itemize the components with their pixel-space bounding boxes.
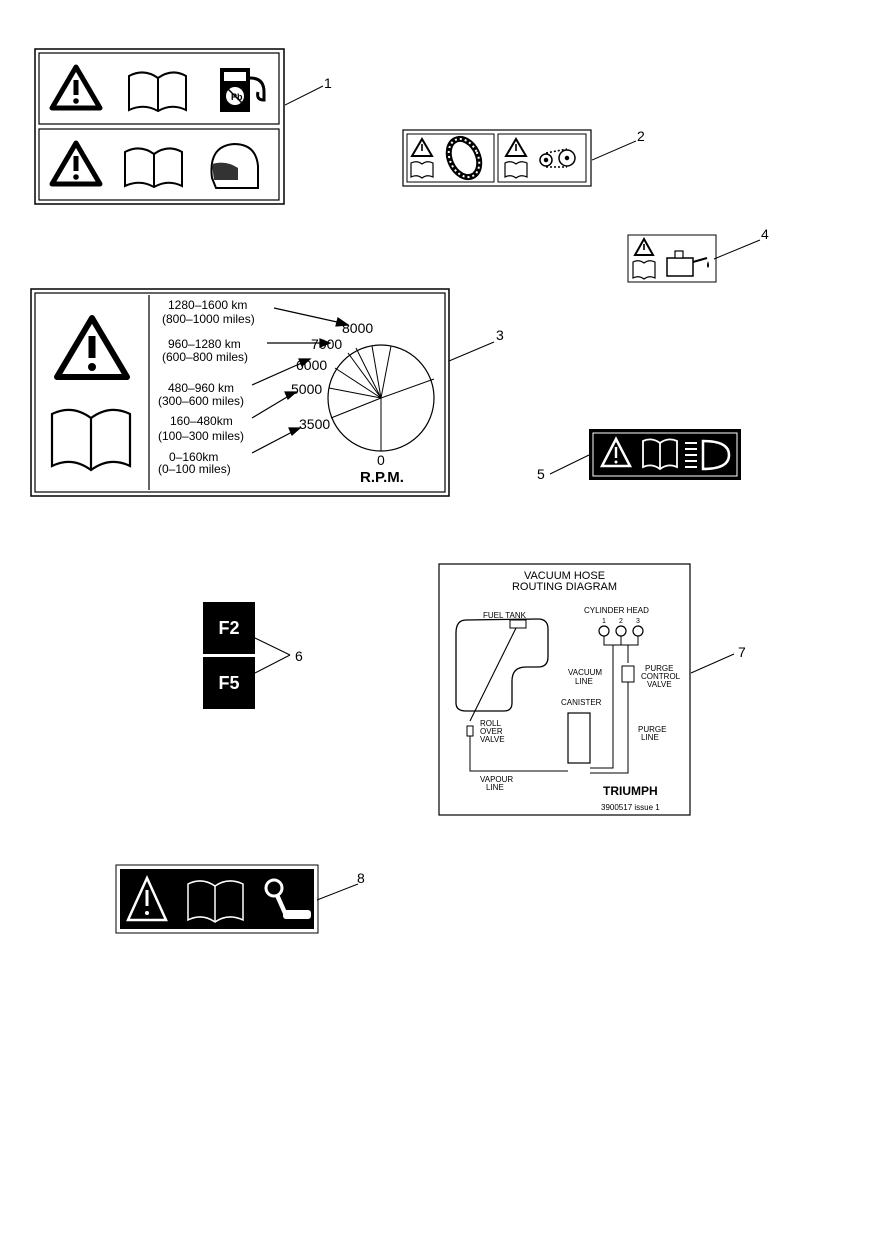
purge-valve-label-2: CONTROL bbox=[641, 672, 681, 681]
open-book-icon bbox=[410, 161, 434, 179]
callout-3: 3 bbox=[496, 327, 504, 343]
mileage-km-1: 1280–1600 km bbox=[168, 298, 247, 312]
rpm-8000: 8000 bbox=[342, 320, 373, 336]
roll-over-valve-3: VALVE bbox=[480, 735, 505, 744]
rpm-3500: 3500 bbox=[299, 416, 330, 432]
vacuum-title-1: VACUUM HOSE bbox=[524, 570, 605, 582]
mileage-km-3: 480–960 km bbox=[168, 381, 234, 395]
vapour-line-label-2: LINE bbox=[486, 783, 504, 792]
roll-over-valve-2: OVER bbox=[480, 727, 503, 736]
drive-chain-icon bbox=[539, 148, 576, 168]
callout-1: 1 bbox=[324, 75, 332, 91]
open-book-icon bbox=[642, 438, 678, 471]
leader-line-8 bbox=[316, 882, 360, 909]
callout-2: 2 bbox=[637, 128, 645, 144]
open-book-icon bbox=[187, 880, 244, 923]
mileage-miles-2: (600–800 miles) bbox=[162, 350, 248, 364]
callout-8: 8 bbox=[357, 870, 365, 886]
rpm-dial bbox=[327, 344, 435, 452]
rpm-0: 0 bbox=[377, 452, 385, 468]
label-1: Pb bbox=[34, 48, 285, 205]
mileage-miles-4: (100–300 miles) bbox=[158, 429, 244, 443]
roll-over-valve-1: ROLL bbox=[480, 719, 501, 728]
vacuum-line-label-2: LINE bbox=[575, 677, 593, 686]
purge-valve-label-3: VALVE bbox=[647, 680, 672, 689]
fuel-tank-label: FUEL TANK bbox=[483, 611, 527, 620]
rpm-6000: 6000 bbox=[296, 357, 327, 373]
warning-triangle-icon bbox=[504, 137, 528, 157]
triumph-logo: TRIUMPH bbox=[603, 784, 658, 798]
callout-5: 5 bbox=[537, 466, 545, 482]
fuse-label-f2: F2 bbox=[203, 602, 255, 654]
warning-triangle-icon bbox=[49, 140, 103, 187]
mileage-miles-5: (0–100 miles) bbox=[158, 462, 231, 476]
leader-line-3 bbox=[448, 340, 496, 369]
vapour-line-label-1: VAPOUR bbox=[480, 775, 513, 784]
purge-valve-label-1: PURGE bbox=[645, 664, 673, 673]
label-7: VACUUM HOSE ROUTING DIAGRAM FUEL TANK CY… bbox=[438, 563, 691, 816]
label-3: 1280–1600 km (800–1000 miles) 960–1280 k… bbox=[30, 288, 450, 497]
leader-line-2 bbox=[591, 138, 640, 167]
open-book-icon bbox=[50, 408, 132, 472]
label-4 bbox=[627, 234, 717, 283]
rpm-unit: R.P.M. bbox=[360, 469, 404, 486]
open-book-icon bbox=[632, 260, 656, 280]
leader-line-5 bbox=[548, 453, 592, 482]
arrows bbox=[251, 307, 350, 454]
warning-triangle-icon bbox=[599, 436, 633, 468]
open-book-icon bbox=[124, 147, 183, 189]
oil-can-icon bbox=[666, 250, 709, 277]
mileage-miles-1: (800–1000 miles) bbox=[162, 312, 255, 326]
label-5 bbox=[589, 429, 741, 480]
headlight-icon bbox=[685, 439, 731, 471]
warning-triangle-icon bbox=[126, 874, 168, 922]
cyl-2: 2 bbox=[619, 618, 623, 625]
canister-label: CANISTER bbox=[561, 698, 602, 707]
leader-line-4 bbox=[712, 238, 762, 267]
mileage-km-2: 960–1280 km bbox=[168, 337, 241, 351]
label-8 bbox=[115, 864, 319, 934]
mileage-km-4: 160–480km bbox=[170, 414, 233, 428]
part-number: 3900517 issue 1 bbox=[601, 803, 660, 812]
mileage-km-5: 0–160km bbox=[169, 450, 218, 464]
open-book-icon bbox=[128, 71, 187, 113]
fuel-tank-outline bbox=[455, 618, 549, 712]
fuel-pump-no-lead-icon: Pb bbox=[220, 68, 266, 112]
purge-line-label-1: PURGE bbox=[638, 725, 666, 734]
open-book-icon bbox=[504, 161, 528, 179]
callout-6: 6 bbox=[295, 648, 303, 664]
cylinder-head-label: CYLINDER HEAD bbox=[584, 606, 649, 615]
fuse-label-f5: F5 bbox=[203, 657, 255, 709]
leader-line-7 bbox=[690, 652, 736, 681]
callout-4: 4 bbox=[761, 226, 769, 242]
callout-7: 7 bbox=[738, 644, 746, 660]
vacuum-title-2: ROUTING DIAGRAM bbox=[512, 581, 617, 593]
cyl-1: 1 bbox=[602, 618, 606, 625]
label-2 bbox=[402, 129, 592, 187]
key-icon bbox=[264, 878, 311, 919]
vacuum-line-label-1: VACUUM bbox=[568, 668, 602, 677]
warning-triangle-icon bbox=[54, 315, 130, 380]
rpm-5000: 5000 bbox=[291, 381, 322, 397]
warning-triangle-icon bbox=[49, 64, 103, 111]
warning-triangle-icon bbox=[410, 137, 434, 157]
helmet-icon bbox=[210, 142, 259, 189]
mileage-miles-3: (300–600 miles) bbox=[158, 394, 244, 408]
warning-triangle-icon bbox=[633, 236, 655, 256]
cyl-3: 3 bbox=[636, 618, 640, 625]
rpm-7000: 7000 bbox=[311, 336, 342, 352]
purge-line-label-2: LINE bbox=[641, 733, 659, 742]
leader-line-6 bbox=[254, 636, 294, 681]
tyre-icon bbox=[445, 135, 483, 181]
leader-line-1 bbox=[284, 80, 325, 115]
